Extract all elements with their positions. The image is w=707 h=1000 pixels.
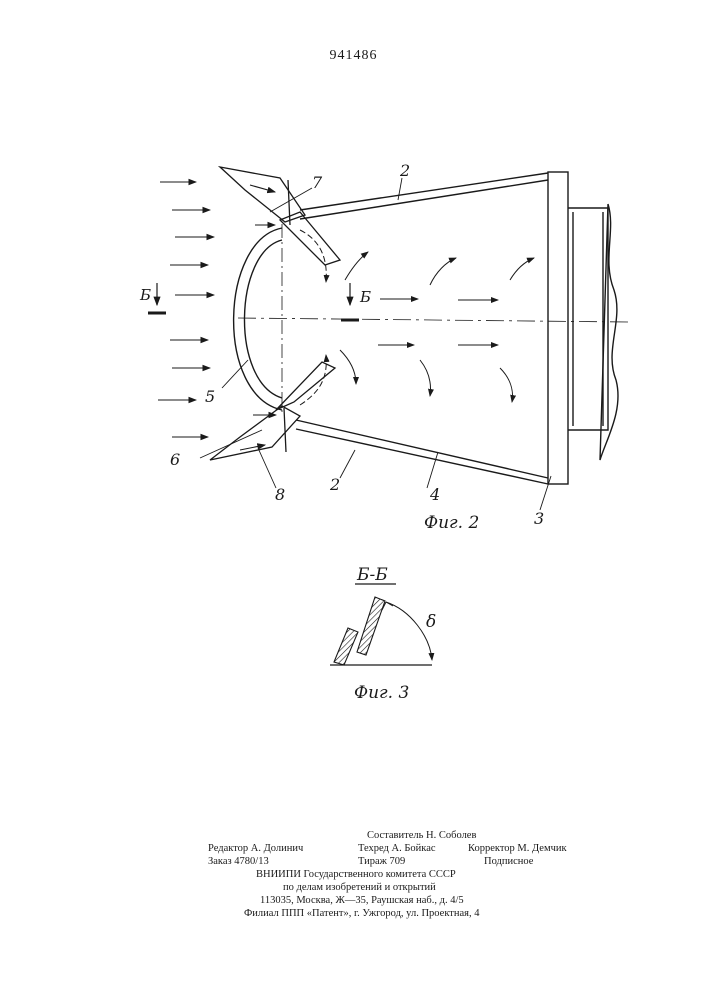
section-letter-left: Б [139, 286, 151, 304]
label-2-bottom: 2 [329, 475, 340, 494]
figure-3-title: Б-Б [356, 565, 388, 585]
editor-line: Редактор А. Долинич [208, 843, 303, 854]
label-7: 7 [312, 173, 323, 192]
label-2-top: 2 [399, 161, 410, 180]
inflow-arrows [158, 182, 276, 450]
label-3: 3 [534, 509, 544, 528]
branch-line: Филиал ППП «Патент», г. Ужгород, ул. Про… [244, 908, 479, 919]
figure-3-caption: Фиг. 3 [354, 683, 409, 703]
label-8: 8 [275, 485, 285, 504]
figure-2-caption: Фиг. 2 [424, 513, 479, 533]
label-6: 6 [170, 450, 180, 469]
org-line-1: ВНИИПИ Государственного комитета СССР [256, 869, 456, 880]
label-4: 4 [429, 485, 440, 504]
org-line-2: по делам изобретений и открытий [283, 882, 436, 893]
internal-flow-arrows [300, 230, 534, 405]
angle-label: δ [426, 612, 436, 632]
tech-editor-line: Техред А. Бойкас [358, 843, 436, 854]
section-marks [148, 283, 359, 320]
leader-lines [200, 178, 551, 510]
duct-housing [296, 172, 618, 484]
address-line: 113035, Москва, Ж—35, Раушская наб., д. … [260, 895, 464, 906]
section-letter-right: Б [359, 288, 371, 306]
corrector-line: Корректор М. Демчик [468, 843, 567, 854]
figure-3-drawing: Б-Б δ Фиг. 3 [330, 565, 436, 703]
compiler-line: Составитель Н. Соболев [367, 830, 476, 841]
subscription-line: Подписное [484, 856, 533, 867]
axis-line [238, 318, 628, 322]
circulation-line: Тираж 709 [358, 856, 405, 867]
order-line: Заказ 4780/13 [208, 856, 269, 867]
label-5: 5 [205, 387, 215, 406]
